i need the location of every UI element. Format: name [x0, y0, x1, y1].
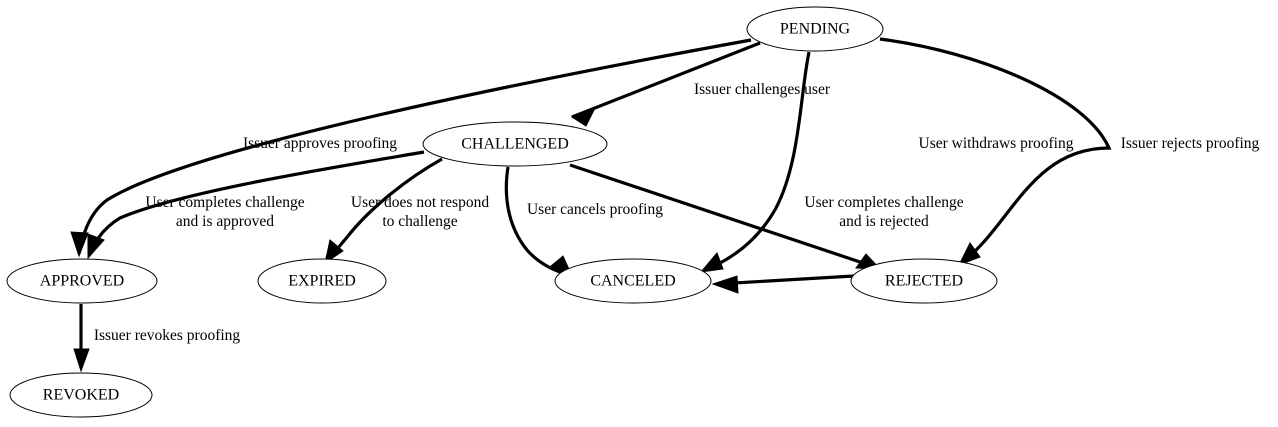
node-ellipse-challenged[interactable]	[422, 121, 608, 167]
edge-arrowhead-challenged-approved	[87, 233, 105, 260]
edge-arrowhead-pending-challenged	[570, 109, 595, 127]
node-ellipse-canceled[interactable]	[554, 258, 712, 304]
node-rejected[interactable]: REJECTED	[850, 258, 998, 304]
edge-path-pending-canceled	[702, 51, 811, 273]
edge-path-pending-rejected	[879, 37, 1112, 265]
edge-path-pending-challenged	[571, 41, 761, 119]
edge-arrowhead-pending-approved	[70, 231, 89, 258]
edge-path-challenged-rejected	[569, 163, 879, 270]
node-ellipse-expired[interactable]	[257, 258, 387, 304]
node-approved[interactable]: APPROVED	[6, 258, 158, 304]
edge-arrowhead-pending-rejected	[957, 242, 981, 266]
edge-arrowhead-challenged-expired	[324, 239, 344, 265]
node-ellipse-approved[interactable]	[6, 258, 158, 304]
nodes-layer: PENDING CHALLENGED APPROVED EXPIRED CANCELED…	[6, 6, 998, 418]
edge-arrowhead-pending-canceled	[699, 252, 724, 273]
node-revoked[interactable]: REVOKED	[9, 372, 153, 418]
edge-arrowhead-rejected-canceled	[711, 275, 739, 294]
edge-path-pending-approved	[77, 38, 752, 255]
node-canceled[interactable]: CANCELED	[554, 258, 712, 304]
edge-path-challenged-canceled	[504, 166, 571, 277]
node-challenged[interactable]: CHALLENGED	[422, 121, 608, 167]
node-pending[interactable]: PENDING	[746, 6, 884, 52]
edge-arrowhead-approved-revoked	[73, 348, 90, 373]
node-expired[interactable]: EXPIRED	[257, 258, 387, 304]
node-ellipse-rejected[interactable]	[850, 258, 998, 304]
node-ellipse-pending[interactable]	[746, 6, 884, 52]
node-ellipse-revoked[interactable]	[9, 372, 153, 418]
